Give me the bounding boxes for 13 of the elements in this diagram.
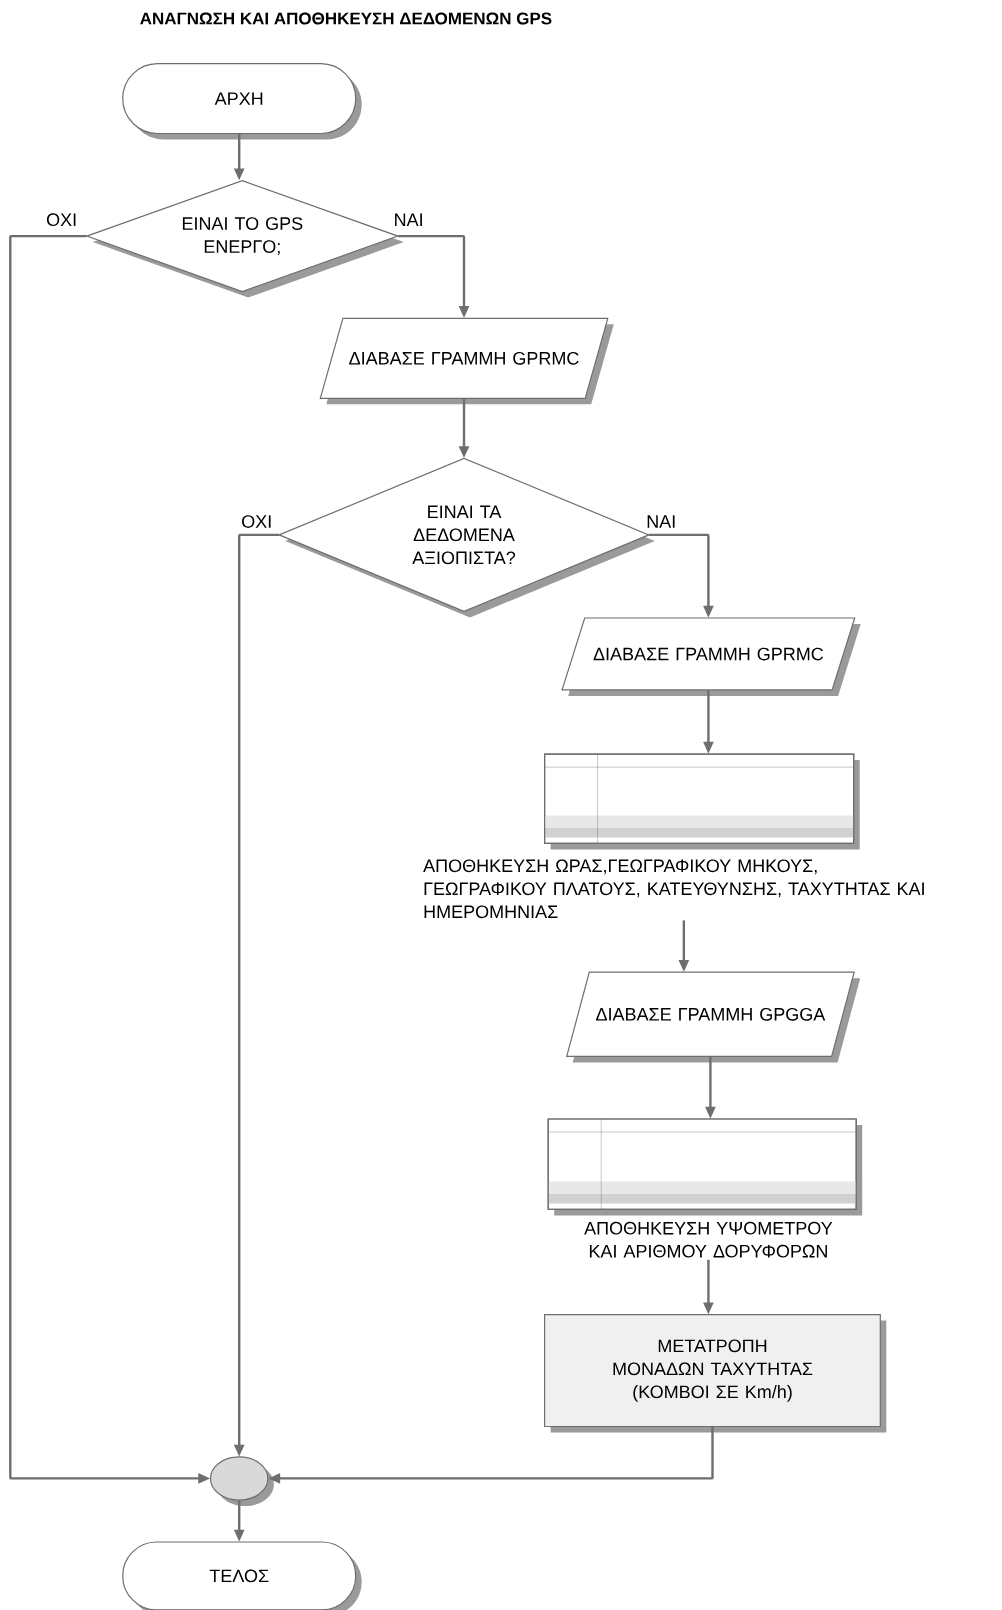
input-parallelogram: ΔΙΑΒΑΣΕ ΓΡΑΜΜΗ GPRMC bbox=[561, 617, 861, 696]
node-label: ΑΠΟΘΗΚΕΥΣΗ ΩΡΑΣ,ΓΕΩΓΡΑΦΙΚΟΥ ΜΗΚΟΥΣ, ΓΕΩΓΡΑΦΙΚΟΥ ΠΛΑΤΟΥΣ, ΚΑΤΕΥΘΥΝΣΗΣ, ΤΑΧΥΤΗΤΑΣ ΚΑΙ ΗΜΕΡΟΜΗΝΙΑΣ bbox=[423, 859, 924, 919]
terminal-box: ΑΡΧΗ bbox=[122, 63, 362, 140]
storage-box: ΑΠΟΘΗΚΕΥΣΗ ΥΨΟΜΕΤΡΟΥ ΚΑΙ ΑΡΙΘΜΟΥ ΔΟΡΥΦΟΡΩΝ bbox=[547, 1118, 863, 1258]
edge-label: ΟΧΙ bbox=[240, 514, 274, 529]
process-box: ΜΕΤΑΤΡΟΠΗ ΜΟΝΑΔΩΝ ΤΑΧΥΤΗΤΑΣ (ΚΟΜΒΟΙ ΣΕ Km/h) bbox=[544, 1314, 887, 1433]
terminal-box: ΤΕΛΟΣ bbox=[122, 1541, 362, 1610]
input-parallelogram: ΔΙΑΒΑΣΕ ΓΡΑΜΜΗ GPRMC bbox=[319, 317, 614, 405]
title: ΑΝΑΓΝΩΣΗ ΚΑΙ ΑΠΟΘΗΚΕΥΣΗ ΔΕΔΟΜΕΝΩΝ GPS bbox=[140, 12, 552, 25]
edge-label: ΟΧΙ bbox=[45, 212, 79, 228]
node-label: ΑΠΟΘΗΚΕΥΣΗ ΥΨΟΜΕΤΡΟΥ ΚΑΙ ΑΡΙΘΜΟΥ ΔΟΡΥΦΟΡΩΝ bbox=[584, 1221, 833, 1258]
storage-box: ΑΠΟΘΗΚΕΥΣΗ ΩΡΑΣ,ΓΕΩΓΡΑΦΙΚΟΥ ΜΗΚΟΥΣ, ΓΕΩΓΡΑΦΙΚΟΥ ΠΛΑΤΟΥΣ, ΚΑΤΕΥΘΥΝΣΗΣ, ΤΑΧΥΤΗΤΑΣ ΚΑΙ ΗΜΕΡΟΜΗΝΙΑΣ bbox=[423, 753, 924, 919]
connector-circle bbox=[209, 1456, 274, 1506]
